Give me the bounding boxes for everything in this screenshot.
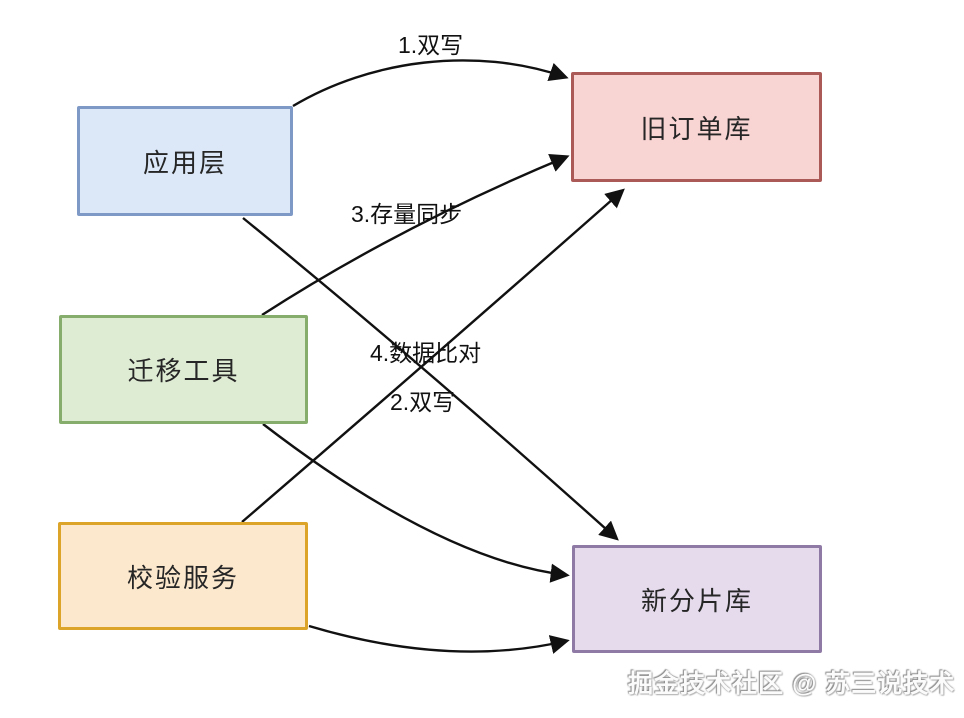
- node-new-shard-db[interactable]: 新分片库: [572, 545, 822, 653]
- edge-verify-to-old-db: [241, 188, 625, 523]
- node-label: 迁移工具: [127, 356, 240, 386]
- node-old-order-db[interactable]: 旧订单库: [571, 72, 822, 182]
- node-label: 旧订单库: [640, 113, 753, 144]
- node-migration-tool[interactable]: 迁移工具: [59, 315, 308, 424]
- edge-label: 1.双写: [398, 32, 464, 58]
- edge-label: 2.双写: [390, 389, 456, 415]
- edge-label: 4.数据比对: [370, 340, 482, 366]
- node-label: 应用层: [142, 147, 227, 178]
- node-label: 校验服务: [126, 562, 239, 593]
- edge-migration-to-old-db: [261, 154, 570, 317]
- edge-migration-to-new-db: [262, 423, 570, 583]
- watermark: 掘金技术社区 @ 苏三说技术: [628, 670, 956, 698]
- edge-label: 3.存量同步: [351, 201, 463, 227]
- node-verify-service[interactable]: 校验服务: [58, 522, 308, 630]
- node-label: 新分片库: [640, 585, 753, 616]
- node-app-layer[interactable]: 应用层: [77, 106, 293, 216]
- edge-app-to-old-db: [292, 59, 569, 108]
- edge-verify-to-new-db: [308, 624, 570, 654]
- edge-app-to-new-db: [242, 217, 619, 541]
